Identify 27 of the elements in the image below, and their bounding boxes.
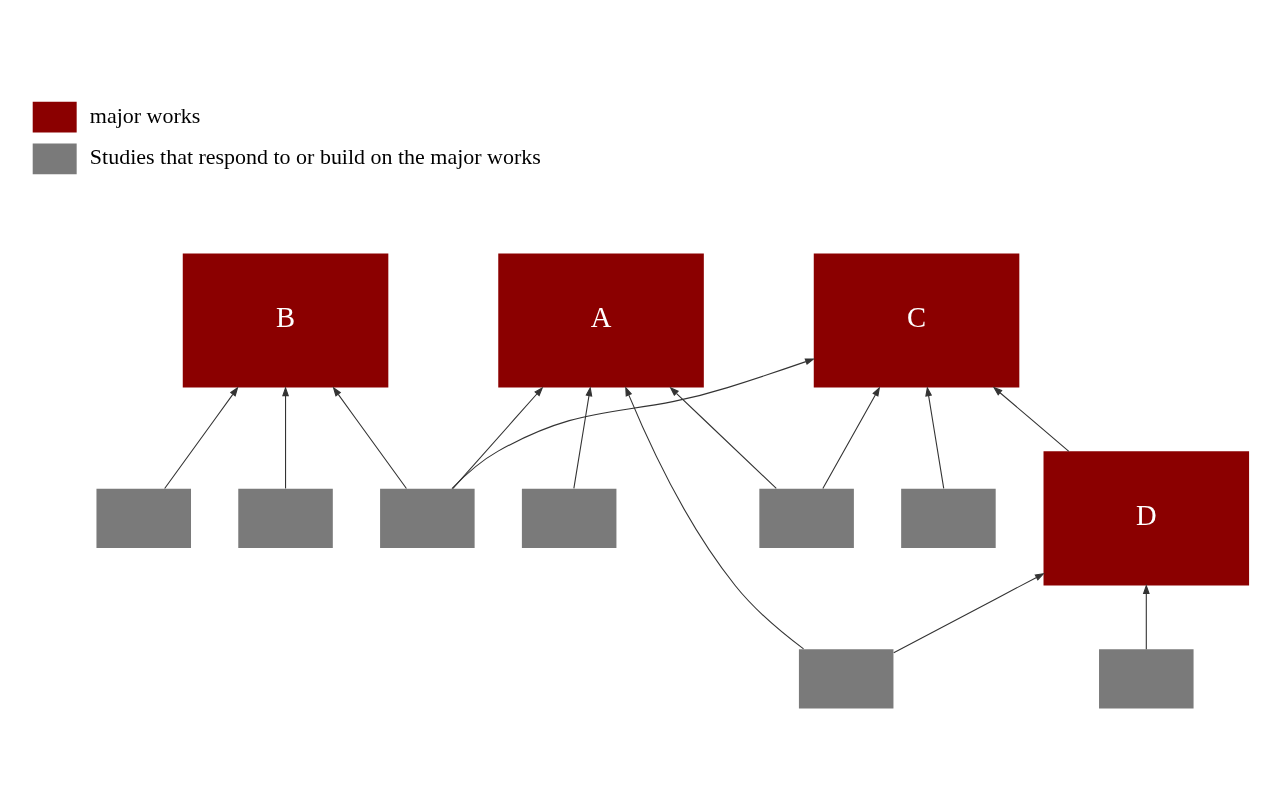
arrow xyxy=(669,386,777,489)
node-box xyxy=(521,488,617,549)
arrow xyxy=(992,386,1070,452)
node-box xyxy=(901,488,996,549)
arrow xyxy=(282,386,289,489)
arrow xyxy=(925,386,945,489)
arrow xyxy=(164,386,239,489)
arrow xyxy=(625,386,805,650)
node-box xyxy=(759,488,854,549)
node-box: D xyxy=(1043,451,1250,586)
node-box xyxy=(1099,649,1194,709)
arrow xyxy=(822,386,881,489)
node-box xyxy=(798,649,894,709)
legend-label: Studies that respond to or build on the major works xyxy=(89,144,541,170)
arrow xyxy=(573,386,593,489)
node-box: C xyxy=(813,253,1020,388)
arrow xyxy=(332,386,407,489)
node-box xyxy=(238,488,333,549)
node-box: A xyxy=(498,253,704,388)
arrow xyxy=(452,386,544,489)
legend-label: major works xyxy=(89,102,201,128)
arrow xyxy=(893,573,1045,654)
arrow xyxy=(451,358,815,490)
node-box xyxy=(380,488,475,549)
node-box: B xyxy=(182,253,389,388)
arrow xyxy=(1142,584,1150,650)
node-box xyxy=(96,488,191,549)
